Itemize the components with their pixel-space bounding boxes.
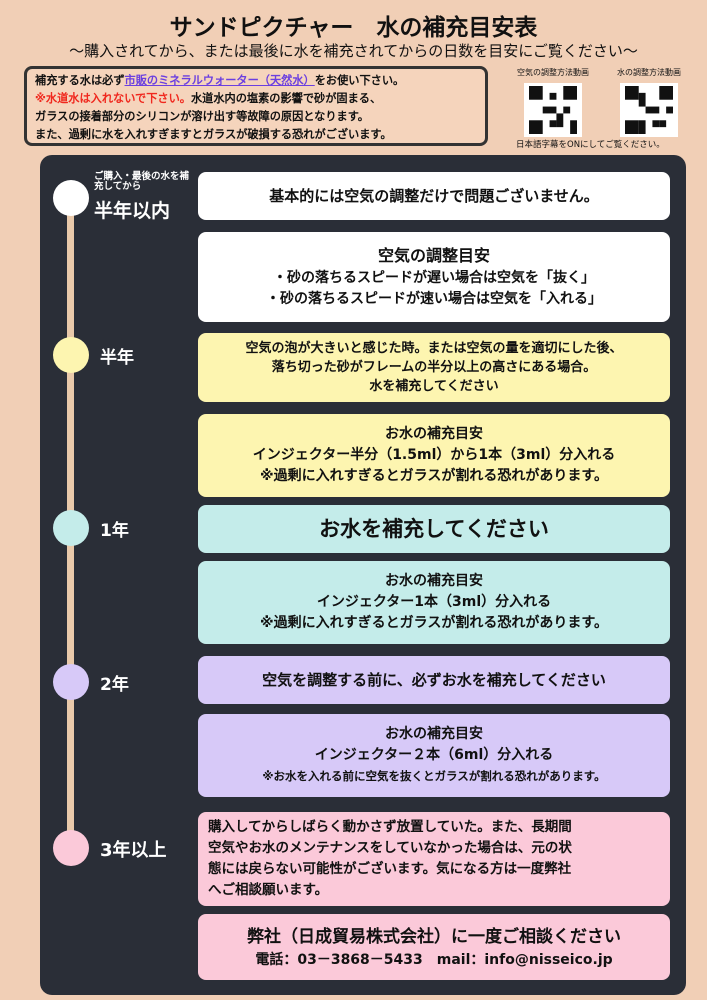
- page-title: サンドピクチャー 水の補充目安表: [169, 15, 538, 41]
- box-text: 基本的には空気の調整だけで問題ございません。: [269, 186, 599, 205]
- box-air-only: 基本的には空気の調整だけで問題ございません。: [198, 172, 670, 220]
- timeline-label-3-years: 3年以上: [100, 840, 167, 861]
- timeline-dot-4: [53, 830, 89, 866]
- timeline-label-half-year-within: 半年以内: [94, 200, 171, 222]
- box-half-year-condition: 空気の泡が大きいと感じた時。または空気の量を適切にした後、 落ち切った砂がフレー…: [198, 333, 670, 402]
- contact-info[interactable]: 電話：03－3868－5433 mail：info@nisseico.jp: [255, 951, 613, 968]
- timeline-label-2-years: 2年: [100, 675, 129, 695]
- box-3-year-notice: 購入してからしばらく動かさず放置していた。また、長期間 空気やお水のメンテナンス…: [198, 812, 670, 906]
- box-text: ・砂の落ちるスピードが遅い場合は空気を「抜く」: [273, 269, 595, 286]
- box-heading: お水の補充目安: [385, 573, 483, 589]
- box-contact: 弊社（日成貿易株式会社）に一度ご相談ください 電話：03－3868－5433 m…: [198, 914, 670, 980]
- notice-text: 水道水内の塩素の影響で砂が固まる、: [190, 92, 382, 105]
- box-text: インジェクター1本（3ml）分入れる: [316, 594, 552, 610]
- box-heading: 弊社（日成貿易株式会社）に一度ご相談ください: [247, 926, 621, 947]
- timeline-dot-1: [53, 337, 89, 373]
- notice-text: また、過剰に水を入れすぎますとガラスが破損する恐れがございます。: [35, 128, 392, 141]
- box-text: ※お水を入れる前に空気を抜くとガラスが割れる恐れがあります。: [262, 769, 606, 783]
- box-air-guide: 空気の調整目安 ・砂の落ちるスピードが遅い場合は空気を「抜く」 ・砂の落ちるスピ…: [198, 232, 670, 322]
- box-text: インジェクター２本（6ml）分入れる: [314, 747, 554, 763]
- qr-water-label: 水の調整方法動画: [617, 68, 681, 77]
- mineral-water-link[interactable]: 市販のミネラルウォーター（天然水）: [124, 74, 315, 87]
- box-text: 空気を調整する前に、必ずお水を補充してください: [262, 670, 606, 689]
- qr-code-air[interactable]: [524, 83, 582, 137]
- box-heading: お水の補充目安: [385, 426, 483, 442]
- box-2-year-refill: お水の補充目安 インジェクター２本（6ml）分入れる ※お水を入れる前に空気を抜…: [198, 714, 670, 797]
- box-text: ※過剰に入れすぎるとガラスが割れる恐れがあります。: [260, 468, 608, 484]
- box-text: お水を補充してください: [319, 516, 549, 541]
- box-text: 落ち切った砂がフレームの半分以上の高さにある場合。: [271, 360, 597, 375]
- box-text: へご相談願います。: [208, 882, 329, 898]
- box-heading: 空気の調整目安: [377, 245, 490, 265]
- box-text: 態には戻らない可能性がございます。気になる方は一度弊社: [208, 861, 572, 877]
- water-notice: 補充する水は必ず市販のミネラルウォーター（天然水）をお使い下さい。 ※水道水は入…: [24, 66, 488, 146]
- box-text: 空気やお水のメンテナンスをしていなかった場合は、元の状: [208, 840, 572, 856]
- timeline-dot-3: [53, 664, 89, 700]
- qr-code-water[interactable]: [620, 83, 678, 137]
- timeline-label-small: ご購入・最後の水を補充してから: [94, 171, 190, 192]
- box-text: 空気の泡が大きいと感じた時。または空気の量を適切にした後、: [245, 341, 623, 356]
- box-text: 購入してからしばらく動かさず放置していた。また、長期間: [208, 819, 572, 835]
- timeline-dot-2: [53, 510, 89, 546]
- notice-text: 補充する水は必ず: [35, 74, 125, 87]
- box-heading: お水の補充目安: [385, 726, 483, 742]
- timeline-label-1-year: 1年: [100, 521, 129, 541]
- box-2-year-notice: 空気を調整する前に、必ずお水を補充してください: [198, 656, 670, 704]
- timeline-dot-0: [53, 180, 89, 216]
- box-1-year-refill-notice: お水を補充してください: [198, 505, 670, 553]
- timeline-label-half-year: 半年: [100, 348, 134, 368]
- notice-text: ガラスの接着部分のシリコンが溶け出す等故障の原因となります。: [35, 110, 369, 123]
- tap-water-warning: ※水道水は入れないで下さい。: [35, 92, 191, 105]
- qr-caption: 日本語字幕をONにしてご覧ください。: [516, 140, 665, 150]
- qr-air-label: 空気の調整方法動画: [517, 68, 589, 77]
- box-1-year-refill: お水の補充目安 インジェクター1本（3ml）分入れる ※過剰に入れすぎるとガラス…: [198, 561, 670, 644]
- box-text: ・砂の落ちるスピードが速い場合は空気を「入れる」: [266, 290, 602, 307]
- box-text: ※過剰に入れすぎるとガラスが割れる恐れがあります。: [260, 615, 608, 631]
- box-text: 水を補充してください: [369, 379, 499, 394]
- notice-text: をお使い下さい。: [314, 74, 405, 87]
- subtitle: ～購入されてから、または最後に水を補充されてからの日数を目安にご覧ください～: [69, 42, 638, 60]
- box-text: インジェクター半分（1.5ml）から1本（3ml）分入れる: [252, 447, 616, 463]
- box-half-year-refill: お水の補充目安 インジェクター半分（1.5ml）から1本（3ml）分入れる ※過…: [198, 414, 670, 497]
